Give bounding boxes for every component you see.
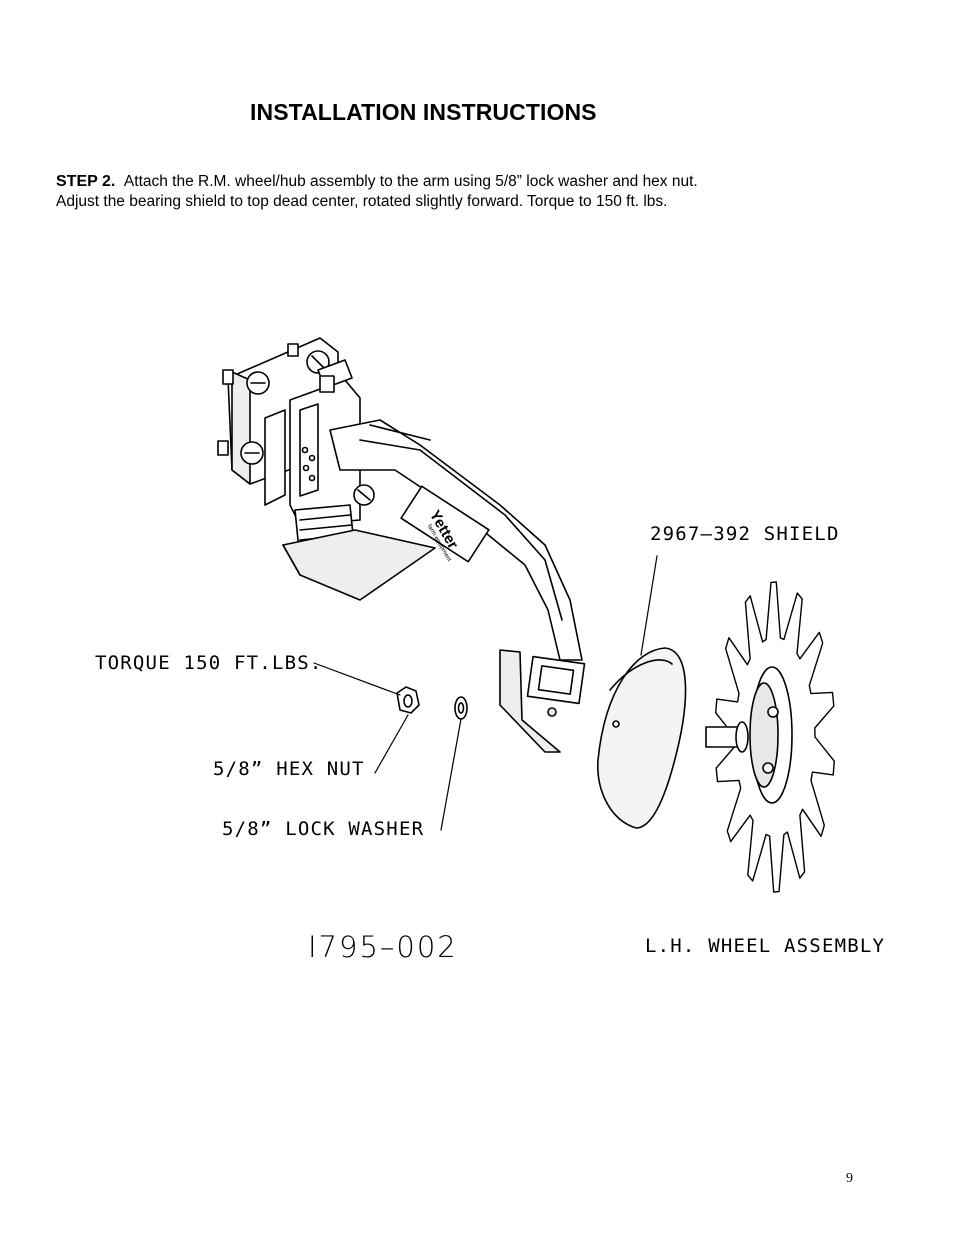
callout-wheel-assembly: L.H. WHEEL ASSEMBLY (645, 935, 886, 957)
assembly-drawing: Yetter farm equipment (217, 337, 835, 893)
callout-shield: 2967–392 SHIELD (650, 523, 840, 545)
step-2-instructions: STEP 2. Attach the R.M. wheel/hub assemb… (56, 172, 916, 212)
wheel (705, 581, 835, 893)
callout-hex-nut: 5/8” HEX NUT (213, 758, 365, 780)
pivot-bracket (264, 359, 436, 601)
step-text-1: Attach the R.M. wheel/hub assembly to th… (123, 173, 698, 190)
arm: Yetter farm equipment (329, 419, 586, 753)
callout-lock-washer: 5/8” LOCK WASHER (222, 818, 425, 840)
step-line-1: STEP 2. Attach the R.M. wheel/hub assemb… (56, 172, 916, 192)
hex-nut (396, 686, 420, 714)
leader-lines (313, 555, 658, 831)
page-number: 9 (846, 1171, 853, 1186)
step-label: STEP 2. (56, 173, 116, 190)
page-title: INSTALLATION INSTRUCTIONS (250, 99, 597, 125)
step-text-2: Adjust the bearing shield to top dead ce… (56, 193, 668, 210)
drawing-number: I795–002 (308, 930, 458, 964)
lock-washer (454, 696, 468, 720)
shield (597, 647, 687, 829)
callout-torque: TORQUE 150 FT.LBS. (95, 652, 323, 674)
